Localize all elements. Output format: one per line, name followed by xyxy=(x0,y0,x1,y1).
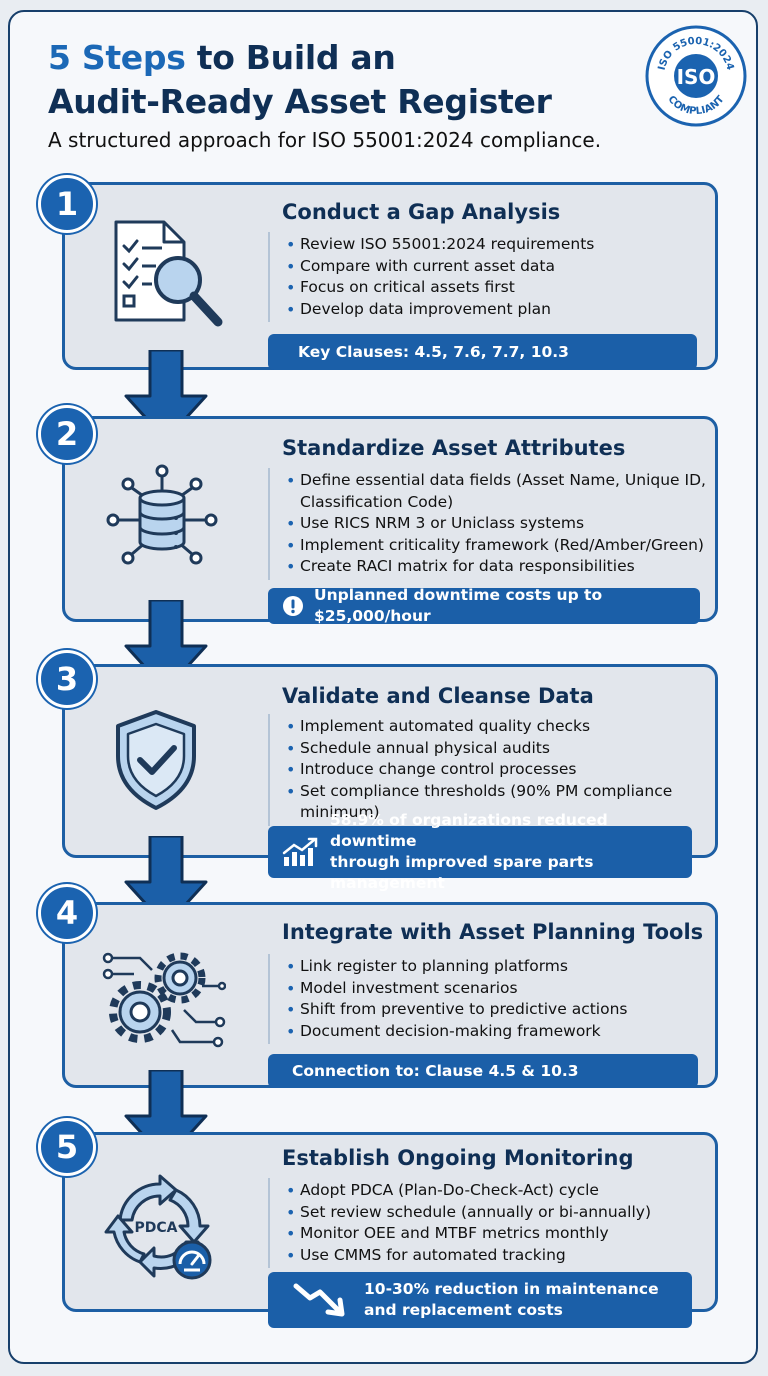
banner-text: Unplanned downtime costs up to $25,000/h… xyxy=(314,586,603,625)
list-item: Link register to planning platforms xyxy=(286,956,686,978)
banner-text: Key Clauses: 4.5, 7.6, 7.7, 10.3 xyxy=(298,342,569,361)
trend-down-icon xyxy=(293,1283,345,1317)
step-1-bullets: Review ISO 55001:2024 requirements Compa… xyxy=(268,232,686,322)
step-2-title: Standardize Asset Attributes xyxy=(282,436,626,460)
step-1-banner: Key Clauses: 4.5, 7.6, 7.7, 10.3 xyxy=(268,334,697,370)
list-item: Use RICS NRM 3 or Uniclass systems xyxy=(286,513,706,535)
step-2-banner: Unplanned downtime costs up to $25,000/h… xyxy=(268,586,700,625)
banner-text: Connection to: Clause 4.5 & 10.3 xyxy=(292,1061,579,1080)
list-item: Use CMMS for automated tracking xyxy=(286,1245,706,1267)
gears-circuit-icon xyxy=(102,952,226,1048)
list-item: Model investment scenarios xyxy=(286,978,686,1000)
list-item: Create RACI matrix for data responsibili… xyxy=(286,556,706,578)
list-item: Implement criticality framework (Red/Amb… xyxy=(286,535,706,557)
step-2-bullets: Define essential data fields (Asset Name… xyxy=(268,468,706,580)
list-item: Focus on critical assets first xyxy=(286,277,686,299)
step-5-number: 5 xyxy=(38,1118,96,1176)
step-2-number: 2 xyxy=(38,405,96,463)
step-4-bullets: Link register to planning platforms Mode… xyxy=(268,954,686,1044)
step-3-bullets: Implement automated quality checks Sched… xyxy=(268,714,686,826)
list-item: Define essential data fields (Asset Name… xyxy=(286,470,706,513)
banner-text-line-1: 10-30% reduction in maintenance xyxy=(364,1280,659,1298)
pdca-label: PDCA xyxy=(135,1220,178,1236)
list-item: Set compliance thresholds (90% PM compli… xyxy=(286,781,686,824)
list-item: Set review schedule (annually or bi-annu… xyxy=(286,1202,706,1224)
list-item: Implement automated quality checks xyxy=(286,716,686,738)
page-subtitle: A structured approach for ISO 55001:2024… xyxy=(48,128,602,152)
list-item: Compare with current asset data xyxy=(286,256,686,278)
pdca-cycle-icon: PDCA xyxy=(104,1174,212,1280)
shield-check-icon xyxy=(116,710,196,810)
step-5-banner: 10-30% reduction in maintenance and repl… xyxy=(268,1272,692,1328)
page-title: 5 Steps to Build an Audit-Ready Asset Re… xyxy=(48,38,552,121)
step-1-number: 1 xyxy=(38,175,96,233)
iso-compliance-seal-icon: ISO ISO 55001:2024 COMPLIANT xyxy=(645,25,747,127)
database-network-icon xyxy=(106,464,218,565)
step-4-number: 4 xyxy=(38,884,96,942)
step-5-bullets: Adopt PDCA (Plan-Do-Check-Act) cycle Set… xyxy=(268,1178,706,1268)
step-3-number: 3 xyxy=(38,650,96,708)
badge-center-text: ISO xyxy=(677,65,716,89)
step-3-banner: 58.9% of organizations reduced downtime … xyxy=(268,811,692,892)
step-4-banner: Connection to: Clause 4.5 & 10.3 xyxy=(268,1054,698,1088)
list-item: Shift from preventive to predictive acti… xyxy=(286,999,686,1021)
list-item: Adopt PDCA (Plan-Do-Check-Act) cycle xyxy=(286,1180,706,1202)
trend-up-icon xyxy=(282,837,318,866)
list-item: Review ISO 55001:2024 requirements xyxy=(286,234,686,256)
list-item: Introduce change control processes xyxy=(286,759,686,781)
list-item: Develop data improvement plan xyxy=(286,299,686,321)
step-5-title: Establish Ongoing Monitoring xyxy=(282,1146,634,1170)
step-4-title: Integrate with Asset Planning Tools xyxy=(282,920,704,944)
step-1-title: Conduct a Gap Analysis xyxy=(282,200,561,224)
list-item: Schedule annual physical audits xyxy=(286,738,686,760)
banner-text-line-2: and replacement costs xyxy=(364,1301,563,1319)
step-3-title: Validate and Cleanse Data xyxy=(282,684,594,708)
alert-icon xyxy=(283,596,303,616)
banner-text-line-2: through improved spare parts management xyxy=(330,853,594,892)
list-item: Monitor OEE and MTBF metrics monthly xyxy=(286,1223,706,1245)
checklist-magnifier-icon xyxy=(114,220,223,327)
banner-text-line-1: 58.9% of organizations reduced downtime xyxy=(330,811,608,850)
list-item: Document decision-making framework xyxy=(286,1021,686,1043)
